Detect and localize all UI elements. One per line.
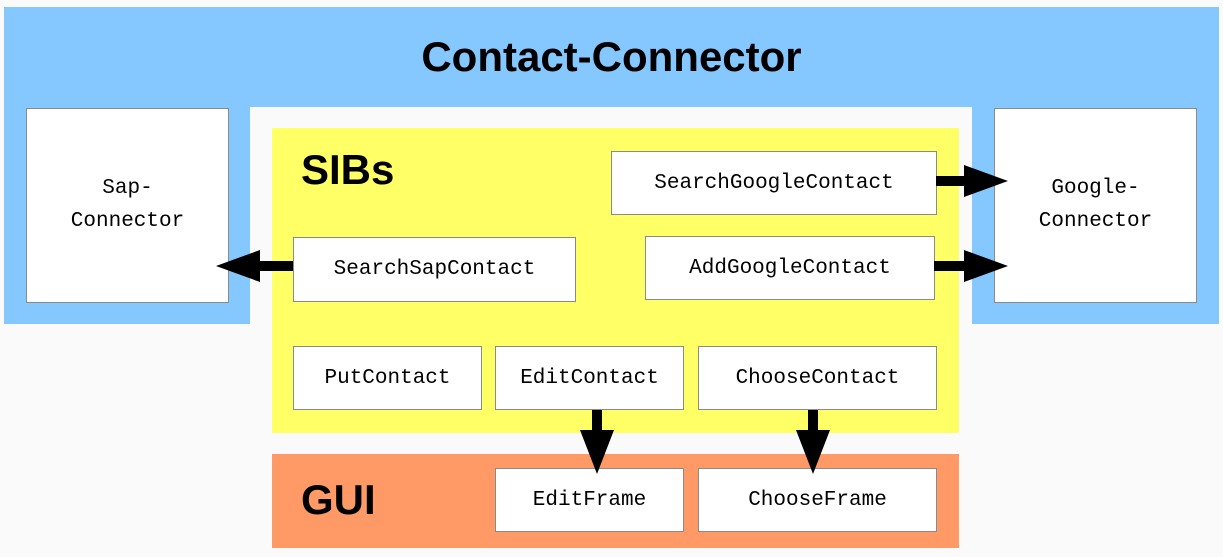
put-contact-box: PutContact	[293, 346, 482, 410]
arrow-search-sap-to-sap-connector	[216, 250, 293, 282]
add-google-contact-box: AddGoogleContact	[645, 236, 935, 300]
edit-contact-box: EditContact	[495, 346, 684, 410]
contact-connector-band	[4, 7, 1219, 107]
choose-frame-box: ChooseFrame	[698, 468, 937, 532]
gui-label: GUI	[301, 476, 376, 523]
arrow-edit-contact-to-edit-frame	[580, 410, 614, 474]
google-connector-box: Google- Connector	[994, 108, 1197, 303]
arrow-add-google-to-google-connector	[934, 250, 1008, 282]
search-sap-contact-box: SearchSapContact	[293, 237, 576, 302]
arrow-search-google-to-google-connector	[936, 165, 1008, 197]
choose-contact-box: ChooseContact	[698, 346, 937, 410]
arrow-choose-contact-to-choose-frame	[796, 410, 830, 474]
sap-connector-box: Sap- Connector	[26, 108, 229, 303]
search-google-contact-box: SearchGoogleContact	[611, 151, 937, 215]
edit-frame-box: EditFrame	[495, 468, 684, 532]
diagram-title: Contact-Connector	[421, 33, 802, 80]
sibs-label: SIBs	[301, 146, 395, 193]
